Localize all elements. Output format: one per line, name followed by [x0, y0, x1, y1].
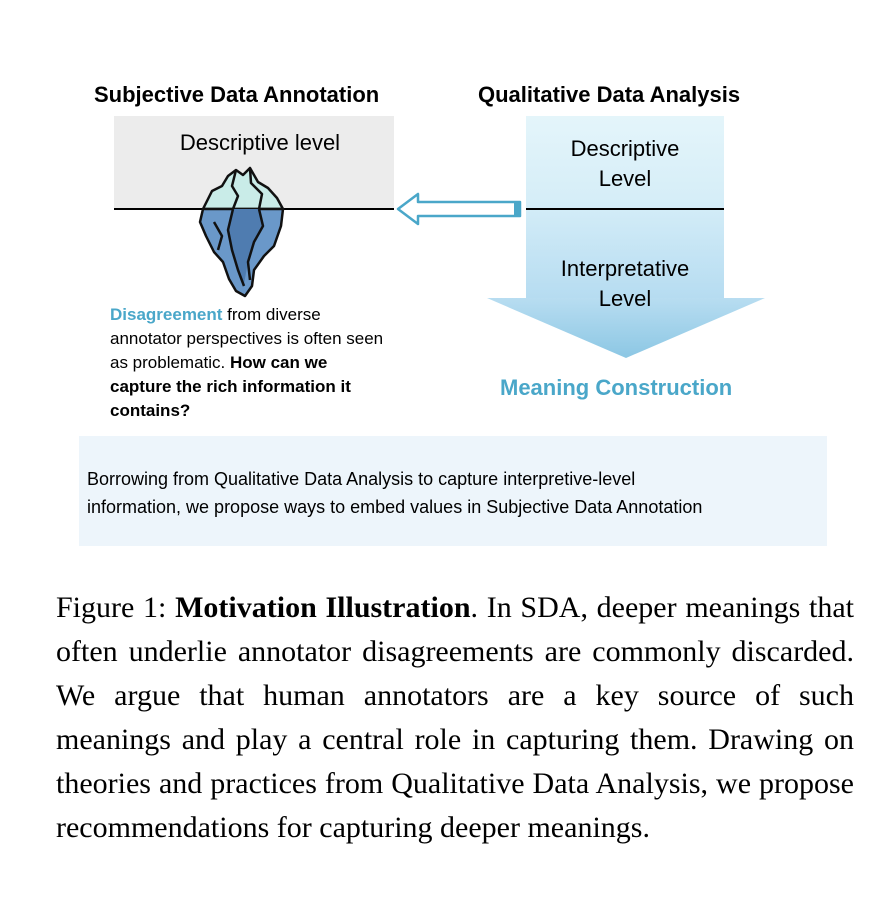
meaning-construction-label: Meaning Construction [500, 375, 733, 400]
disagreement-note: Disagreement from diverse annotator pers… [110, 303, 390, 423]
left-descriptive-label: Descriptive level [179, 130, 341, 155]
right-descriptive-label: Descriptive Level [526, 134, 724, 194]
caption-body: . In SDA, deeper meanings that often und… [56, 591, 854, 844]
figure-caption: Figure 1: Motivation Illustration. In SD… [56, 586, 854, 850]
right-interpretative-label: Interpretative Level [526, 254, 724, 314]
right-descriptive-line1: Descriptive [570, 136, 680, 161]
caption-bold-title: Motivation Illustration [175, 591, 471, 624]
disagreement-highlight: Disagreement [110, 305, 223, 324]
summary-text: Borrowing from Qualitative Data Analysis… [87, 465, 823, 521]
disagreement-text: from diverse annotator perspectives is o… [110, 305, 384, 372]
summary-line2: information, we propose ways to embed va… [87, 497, 703, 517]
disagreement-question: How can we capture the rich information … [110, 353, 351, 420]
right-interpretative-line2: Level [598, 286, 652, 311]
right-interpretative-line1: Interpretative [560, 256, 690, 281]
left-arrow-icon [396, 192, 522, 226]
summary-box: Borrowing from Qualitative Data Analysis… [79, 436, 827, 546]
right-panel-title: Qualitative Data Analysis [478, 82, 741, 107]
iceberg-icon [198, 166, 285, 298]
summary-line1: Borrowing from Qualitative Data Analysis… [87, 469, 636, 489]
left-panel-title: Subjective Data Annotation [94, 82, 380, 107]
down-arrow-icon [487, 116, 765, 358]
caption-prefix: Figure 1: [56, 591, 176, 624]
right-descriptive-line2: Level [598, 166, 652, 191]
